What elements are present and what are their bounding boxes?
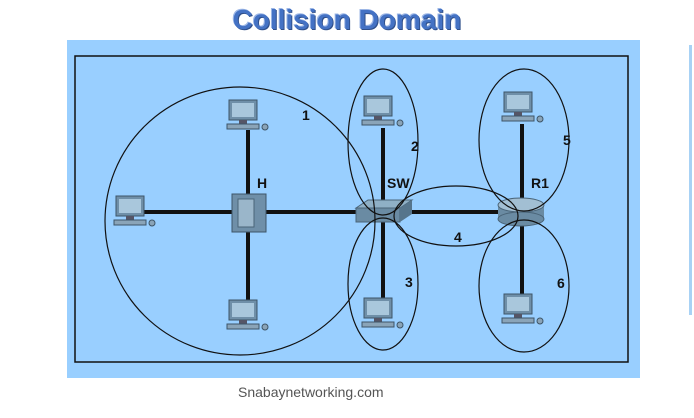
collision-domain-3 [347, 217, 419, 351]
hub-label: H [257, 175, 267, 191]
domain-label-2: 2 [411, 138, 419, 154]
router-label: R1 [531, 175, 549, 191]
divider [689, 45, 692, 315]
collision-domain-4 [393, 185, 519, 247]
router-icon [497, 197, 545, 227]
diagram-border [74, 55, 629, 363]
footer-credit: Snabaynetworking.com [238, 384, 384, 400]
collision-domain-2 [347, 68, 419, 216]
collision-domain-5 [478, 68, 570, 212]
collision-domain-1 [104, 86, 376, 356]
domain-label-1: 1 [302, 107, 310, 123]
domain-label-6: 6 [557, 275, 565, 291]
domain-label-5: 5 [563, 132, 571, 148]
domain-label-4: 4 [454, 229, 462, 245]
domain-label-3: 3 [405, 274, 413, 290]
hub-icon [231, 193, 267, 233]
page-title: Collision Domain [232, 4, 462, 35]
collision-domain-6 [478, 219, 570, 353]
diagram-background [67, 40, 640, 378]
switch-label: SW [387, 175, 410, 191]
